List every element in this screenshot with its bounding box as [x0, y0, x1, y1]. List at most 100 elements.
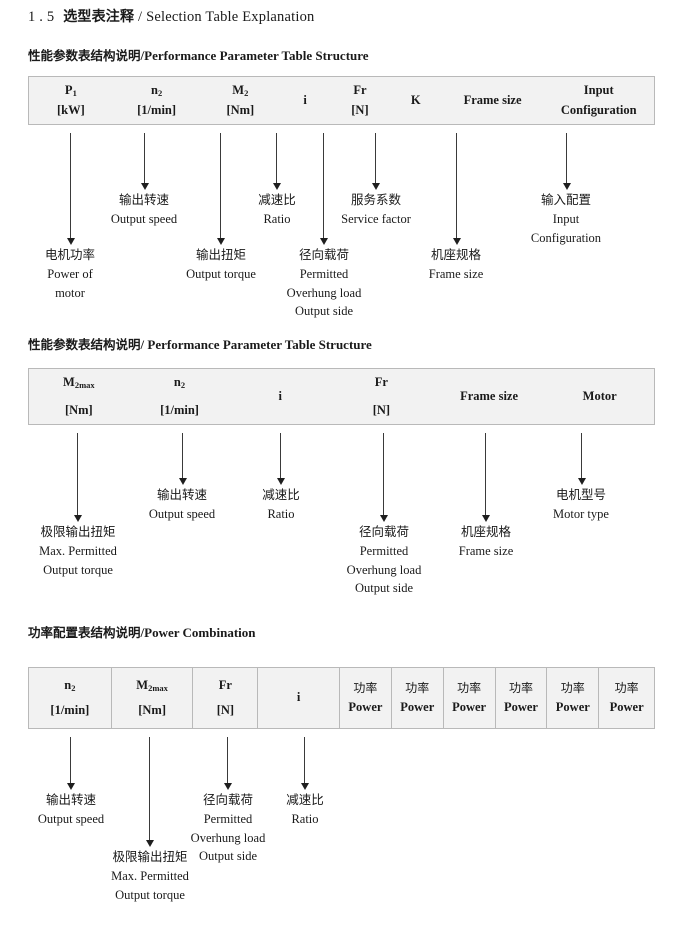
label-output-speed-2: 输出转速 Output speed: [149, 486, 215, 524]
section-3-heading-en: Power Combination: [144, 625, 256, 640]
label-cn: 输出转速: [118, 192, 169, 207]
label-en-1: Output speed: [37, 811, 105, 826]
section-1-heading-en: Performance Parameter Table Structure: [144, 48, 369, 63]
label-en-1: Output torque: [186, 266, 256, 281]
cell-symbol: Fr: [218, 677, 232, 692]
cell-subscript: 2: [157, 87, 163, 98]
label-cn: 极限输出扭矩: [112, 849, 188, 864]
label-en-1: Motor type: [553, 506, 609, 521]
cell-symbol: Motor: [582, 388, 617, 403]
table-1-col-frame-size: Frame size: [442, 77, 544, 124]
cell-subscript: 1: [72, 87, 77, 98]
label-en-1: Ratio: [263, 211, 291, 226]
cell-unit: Power: [503, 699, 538, 714]
section-2-heading: 性能参数表结构说明/ Performance Parameter Table S…: [28, 334, 372, 353]
cell-unit: [1/min]: [50, 703, 90, 717]
section-number: 1 . 5: [28, 9, 55, 25]
table-2-col-frame-size: Frame size: [433, 369, 546, 424]
arrow-output-speed-3: [66, 737, 75, 790]
label-en-1: Ratio: [267, 506, 295, 521]
section-2-heading-separator: /: [140, 337, 145, 352]
label-en-3: Output side: [295, 304, 353, 319]
table-3-col-i: i: [257, 668, 339, 728]
cell-subscript: 2: [244, 87, 249, 98]
table-3-col-power-5: 功率 Power: [546, 668, 598, 728]
label-overhung-load-3: 径向载荷 Permitted Overhung load Output side: [191, 791, 266, 866]
cell-symbol: Frame size: [460, 388, 519, 403]
cell-unit: Power: [609, 699, 644, 714]
arrow-service-factor: [371, 133, 380, 190]
table-3-col-power-1: 功率 Power: [339, 668, 391, 728]
label-en-2: Overhung load: [346, 562, 422, 577]
label-en-2: Output torque: [115, 887, 185, 902]
label-en-1: Output speed: [110, 211, 178, 226]
cell-unit: [N]: [351, 102, 369, 117]
section-2-heading-cn: 性能参数表结构说明: [28, 337, 141, 352]
cell-symbol: M: [136, 677, 149, 692]
label-cn: 电机功率: [44, 247, 96, 262]
cell-symbol: n: [173, 374, 181, 389]
label-cn: 径向载荷: [202, 792, 254, 807]
arrow-frame-size-2: [481, 433, 490, 522]
cell-symbol: P: [64, 83, 73, 98]
label-cn: 极限输出扭矩: [40, 524, 116, 539]
cell-subscript: 2max: [74, 379, 95, 390]
table-3-col-m2max: M2max [Nm]: [110, 668, 193, 728]
label-cn: 径向载荷: [358, 524, 410, 539]
cell-cn: 功率: [560, 681, 585, 696]
label-en-1: Frame size: [428, 266, 484, 281]
cell-symbol: Frame size: [463, 92, 522, 107]
cell-symbol: i: [278, 388, 282, 403]
label-en-1: Frame size: [458, 543, 514, 558]
section-3-heading-separator: /: [140, 625, 145, 640]
section-1-heading: 性能参数表结构说明/Performance Parameter Table St…: [28, 45, 369, 64]
label-cn: 输出转速: [156, 487, 207, 502]
label-cn: 机座规格: [430, 247, 481, 262]
cell-subscript: 2max: [148, 682, 168, 693]
label-max-permitted-output-torque: 极限输出扭矩 Max. Permitted Output torque: [39, 523, 117, 579]
cell-unit: [N]: [216, 703, 235, 717]
table-3-col-power-6: 功率 Power: [598, 668, 654, 728]
section-title-en: Selection Table Explanation: [146, 9, 315, 25]
arrow-output-torque: [216, 133, 225, 245]
section-1-heading-cn: 性能参数表结构说明: [28, 48, 141, 63]
label-cn: 减速比: [258, 192, 296, 207]
table-2-col-i: i: [230, 369, 330, 424]
label-cn: 输入配置: [540, 192, 592, 207]
arrow-overhung-load-3: [223, 737, 232, 790]
cell-symbol: M: [232, 83, 245, 98]
label-en-1: Power of: [47, 266, 93, 281]
cell-symbol: M: [63, 374, 75, 389]
label-frame-size: 机座规格 Frame size: [429, 246, 484, 284]
label-overhung-load: 径向载荷 Permitted Overhung load Output side: [287, 246, 362, 321]
cell-unit: Power: [348, 699, 383, 714]
page-title: 1 . 5 选型表注释 / Selection Table Explanatio…: [28, 6, 315, 26]
table-3-col-power-2: 功率 Power: [390, 668, 443, 728]
table-3-col-n2: n2 [1/min]: [29, 668, 111, 728]
arrow-output-speed-2: [178, 433, 187, 485]
table-1-col-m2: M2 [Nm]: [200, 77, 280, 124]
section-2-heading-en: Performance Parameter Table Structure: [147, 337, 372, 352]
label-en-1: Service factor: [341, 211, 411, 226]
label-frame-size-2: 机座规格 Frame size: [459, 523, 514, 561]
table-1-col-input-configuration: Input Configuration: [543, 77, 654, 124]
label-output-speed-3: 输出转速 Output speed: [38, 791, 104, 829]
label-en-1: Input: [552, 211, 580, 226]
cell-symbol: Fr: [353, 83, 367, 98]
cell-unit: [N]: [372, 403, 391, 417]
table-2-col-n2: n2 [1/min]: [129, 369, 231, 424]
arrow-power-of-motor: [66, 133, 75, 245]
arrow-frame-size: [452, 133, 461, 245]
label-en-2: motor: [55, 285, 85, 300]
section-title-separator: /: [138, 9, 143, 25]
label-en-1: Permitted: [203, 811, 253, 826]
cell-unit: Power: [555, 699, 590, 714]
table-1-col-n2: n2 [1/min]: [113, 77, 201, 124]
arrow-input-configuration: [562, 133, 571, 190]
table-1-col-k: K: [390, 77, 442, 124]
table-3-col-power-3: 功率 Power: [442, 668, 495, 728]
label-cn: 减速比: [286, 792, 324, 807]
cell-subscript: 2: [71, 682, 76, 693]
label-ratio-3: 减速比 Ratio: [286, 791, 324, 829]
arrow-ratio-2: [276, 433, 285, 485]
